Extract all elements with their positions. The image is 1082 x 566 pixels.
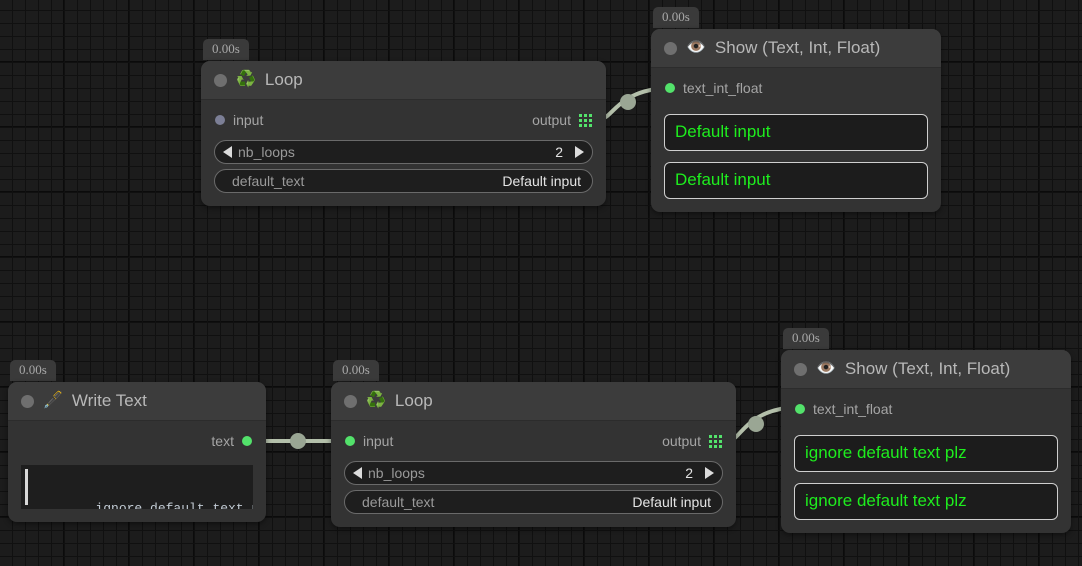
port-dot-output[interactable] (242, 436, 252, 446)
display-box-2: ignore default text plz (794, 483, 1058, 520)
port-label-input: input (233, 112, 264, 128)
display-box-1: Default input (664, 114, 928, 151)
param-nb-loops[interactable]: nb_loops 2 (214, 140, 593, 164)
output-port-loop-top[interactable]: output (532, 112, 592, 128)
ports-row: input output (344, 430, 723, 456)
increment-arrow-icon[interactable] (705, 467, 714, 479)
node-header-write-text[interactable]: 🖋️ Write Text (8, 382, 266, 421)
recycle-icon: ♻️ (366, 392, 386, 409)
increment-arrow-icon[interactable] (575, 146, 584, 158)
port-label-output: output (532, 112, 571, 128)
output-port-write-text[interactable]: text (211, 433, 252, 449)
node-title: Write Text (71, 391, 147, 410)
port-label-input: input (363, 433, 394, 449)
node-header-show-top[interactable]: 👁️ Show (Text, Int, Float) (651, 29, 941, 68)
param-value[interactable]: Default input (502, 173, 581, 189)
param-default-text[interactable]: default_text Default input (214, 169, 593, 193)
node-write-text[interactable]: 🖋️ Write Text text ignore default text p… (8, 382, 266, 522)
ports-row: text_int_float (794, 398, 1058, 424)
param-value[interactable]: Default input (632, 494, 711, 510)
time-badge-loop-top: 0.00s (203, 39, 249, 61)
port-label-output: output (662, 433, 701, 449)
time-badge-loop-bottom: 0.00s (333, 360, 379, 382)
port-dot-input[interactable] (345, 436, 355, 446)
node-body-loop-top: input output nb_loops 2 default_text (201, 100, 606, 206)
input-port-show-bottom[interactable]: text_int_float (795, 401, 892, 417)
port-dot-input[interactable] (215, 115, 225, 125)
node-title: Show (Text, Int, Float) (714, 38, 881, 57)
time-badge-show-bottom: 0.00s (783, 328, 829, 350)
node-title: Loop (264, 70, 303, 89)
node-body-loop-bottom: input output nb_loops 2 default_text (331, 421, 736, 527)
status-dot[interactable] (664, 41, 677, 55)
status-dot[interactable] (214, 73, 227, 87)
status-dot[interactable] (21, 394, 34, 408)
input-port-loop-bottom[interactable]: input (345, 433, 393, 449)
node-header-show-bottom[interactable]: 👁️ Show (Text, Int, Float) (781, 350, 1071, 389)
node-header-loop-top[interactable]: ♻️ Loop (201, 61, 606, 100)
node-body-show-top: text_int_float Default input Default inp… (651, 68, 941, 212)
param-nb-loops[interactable]: nb_loops 2 (344, 461, 723, 485)
param-label: default_text (232, 173, 305, 189)
port-dot-input[interactable] (665, 83, 675, 93)
decrement-arrow-icon[interactable] (223, 146, 232, 158)
node-header-loop-bottom[interactable]: ♻️ Loop (331, 382, 736, 421)
time-badge-show-top: 0.00s (653, 7, 699, 29)
port-label-input: text_int_float (813, 401, 893, 417)
wire-loop-bottom-to-show-bottom (727, 406, 787, 443)
node-body-write-text: text ignore default text plz (8, 421, 266, 522)
recycle-icon: ♻️ (236, 71, 256, 88)
input-port-show-top[interactable]: text_int_float (665, 80, 762, 96)
time-badge-write-text: 0.00s (10, 360, 56, 382)
eye-icon: 👁️ (816, 360, 836, 377)
ports-row: text (21, 430, 253, 456)
param-label: nb_loops (368, 465, 425, 481)
node-show-bottom[interactable]: 👁️ Show (Text, Int, Float) text_int_floa… (781, 350, 1071, 533)
port-label-output: text (211, 433, 234, 449)
node-loop-top[interactable]: ♻️ Loop input output nb_loops (201, 61, 606, 206)
output-port-loop-bottom[interactable]: output (662, 433, 722, 449)
node-title: Show (Text, Int, Float) (844, 359, 1011, 378)
ports-row: input output (214, 109, 593, 135)
status-dot[interactable] (794, 362, 807, 376)
output-grid-icon[interactable] (579, 113, 592, 127)
node-show-top[interactable]: 👁️ Show (Text, Int, Float) text_int_floa… (651, 29, 941, 212)
port-label-input: text_int_float (683, 80, 763, 96)
text-caret (25, 469, 28, 505)
display-box-2: Default input (664, 162, 928, 199)
text-editor-value: ignore default text plz (95, 501, 253, 509)
port-dot-input[interactable] (795, 404, 805, 414)
node-title: Loop (394, 391, 433, 410)
eye-icon: 👁️ (686, 39, 706, 56)
wire-write-text-to-loop-bottom (262, 433, 338, 449)
ports-row: text_int_float (664, 77, 928, 103)
wire-loop-top-to-show-top (599, 87, 657, 121)
param-value[interactable]: 2 (685, 465, 693, 481)
status-dot[interactable] (344, 394, 357, 408)
input-port-loop-top[interactable]: input (215, 112, 263, 128)
decrement-arrow-icon[interactable] (353, 467, 362, 479)
output-grid-icon[interactable] (709, 434, 722, 448)
param-default-text[interactable]: default_text Default input (344, 490, 723, 514)
pen-nib-icon: 🖋️ (43, 392, 63, 409)
node-body-show-bottom: text_int_float ignore default text plz i… (781, 389, 1071, 533)
display-box-1: ignore default text plz (794, 435, 1058, 472)
param-label: nb_loops (238, 144, 295, 160)
param-label: default_text (362, 494, 435, 510)
param-value[interactable]: 2 (555, 144, 563, 160)
text-editor-write-text[interactable]: ignore default text plz (21, 465, 253, 509)
node-loop-bottom[interactable]: ♻️ Loop input output nb_loops (331, 382, 736, 527)
